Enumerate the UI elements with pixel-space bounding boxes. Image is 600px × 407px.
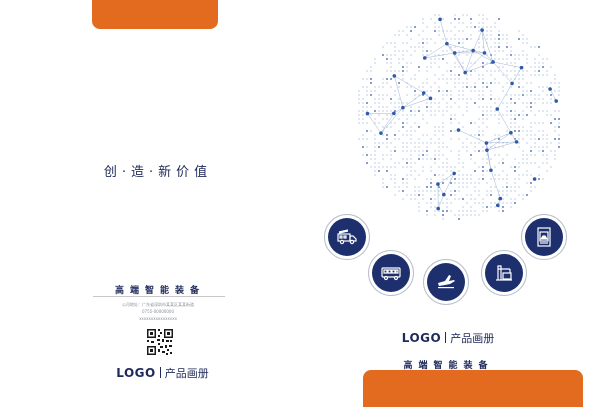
right-subtitle: 高端智能装备 xyxy=(403,361,494,371)
bus-badge xyxy=(368,250,414,296)
crane-icon xyxy=(496,265,512,281)
info-line-address: 公司地址：广东省深圳市某某区某某街道 xyxy=(122,302,194,307)
crane-badge xyxy=(481,250,527,296)
right-page xyxy=(300,0,600,407)
elevator-icon xyxy=(537,227,551,247)
left-subtitle: 高端智能装备 xyxy=(114,286,205,296)
logo-caption: 产品画册 xyxy=(164,367,209,380)
slogan: 创·造·新价值 xyxy=(103,165,213,180)
dotted-globe-graphic xyxy=(358,14,560,220)
logo-text: LOGO xyxy=(116,366,156,380)
airplane-badge xyxy=(423,259,469,305)
info-line-web: xxxxxxxxxxxxxxxx xyxy=(139,316,177,321)
left-page: 创·造·新价值 高端智能装备 公司地址：广东省深圳市某某区某某街道 0755-0… xyxy=(92,0,225,381)
divider xyxy=(93,296,225,297)
logo-caption: 产品画册 xyxy=(450,332,495,345)
airplane-icon xyxy=(438,275,455,289)
bus-icon xyxy=(381,267,401,281)
left-logo-line: LOGO 产品画册 xyxy=(100,365,225,381)
orange-tab-top xyxy=(92,0,218,29)
fire-truck-badge xyxy=(324,214,370,260)
qr-code-icon xyxy=(146,328,174,356)
logo-text: LOGO xyxy=(401,331,442,345)
elevator-badge xyxy=(521,214,567,260)
logo-separator xyxy=(445,332,447,343)
logo-separator xyxy=(159,367,161,378)
info-line-phone: 0755-00000000 xyxy=(142,309,174,314)
right-logo-line: LOGO 产品画册 xyxy=(388,330,508,346)
fire-truck-icon xyxy=(337,229,357,245)
orange-tab-bottom xyxy=(363,370,583,407)
